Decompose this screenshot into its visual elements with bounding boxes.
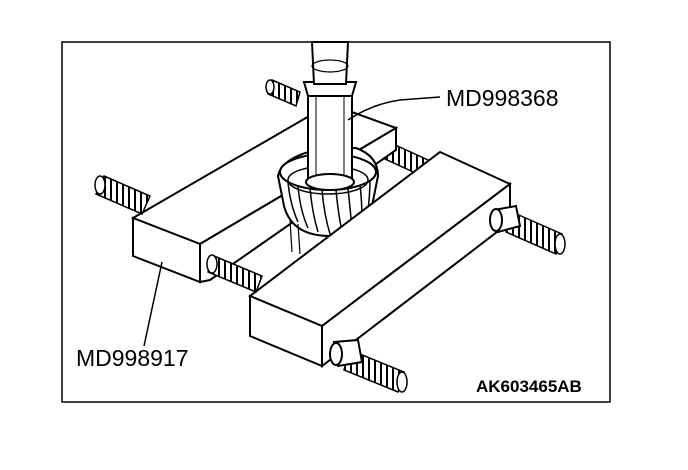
installer-shaft xyxy=(302,41,358,191)
figure-id: AK603465AB xyxy=(476,377,582,396)
label-md998917: MD998917 xyxy=(76,345,189,371)
right-nut xyxy=(489,204,522,234)
back-threaded-rod-top xyxy=(265,78,301,108)
leader-line-top xyxy=(347,96,441,121)
leader-line-left xyxy=(143,261,163,347)
bottom-nut xyxy=(329,338,364,368)
right-support-block xyxy=(248,150,512,369)
middle-threaded-rod xyxy=(206,254,263,293)
left-threaded-rod xyxy=(94,175,151,215)
label-md998368: MD998368 xyxy=(446,85,559,111)
